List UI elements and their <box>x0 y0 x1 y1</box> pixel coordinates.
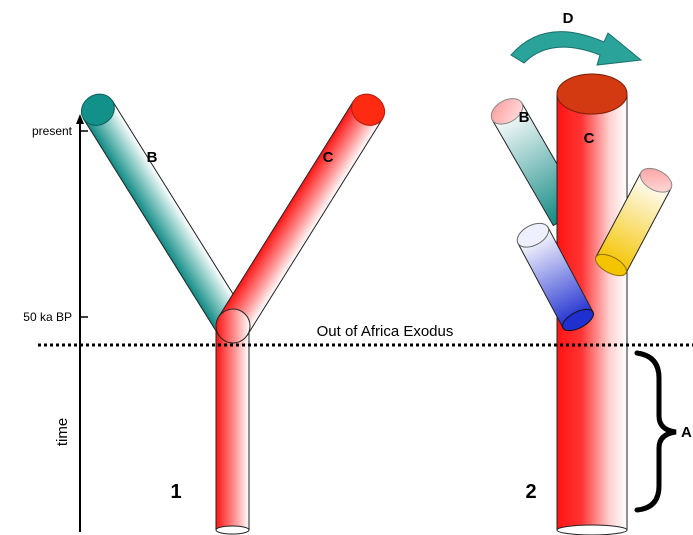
tree1-branch-c <box>219 88 391 335</box>
tree1-junction <box>216 309 250 343</box>
tree1-label-c: C <box>323 149 334 166</box>
tree2-trunk-base <box>557 525 627 535</box>
rotation-arrow-icon <box>511 32 641 65</box>
exodus-label: Out of Africa Exodus <box>317 323 454 340</box>
tree2-label-c: C <box>584 130 595 147</box>
tree2-trunk-top-cap <box>557 74 627 114</box>
tick-label-50ka: 50 ka BP <box>23 310 72 324</box>
curly-brace-icon <box>637 353 676 510</box>
tree1-number: 1 <box>170 481 181 503</box>
tree2-number: 2 <box>525 481 536 503</box>
tree1-branch-b <box>76 88 248 335</box>
rotation-label-d: D <box>563 10 574 27</box>
tree1-trunk <box>216 326 249 530</box>
tree-1: B C 1 <box>76 88 391 534</box>
tree1-label-b: B <box>147 149 158 166</box>
tree2-label-b: B <box>519 109 530 126</box>
brace-label-a: A <box>681 424 692 441</box>
tick-label-present: present <box>32 124 73 138</box>
tree-2: B C 2 D A <box>487 10 692 535</box>
time-axis: present 50 ka BP time <box>23 114 88 532</box>
tree1-trunk-base <box>216 526 249 534</box>
axis-label-time: time <box>54 418 71 446</box>
